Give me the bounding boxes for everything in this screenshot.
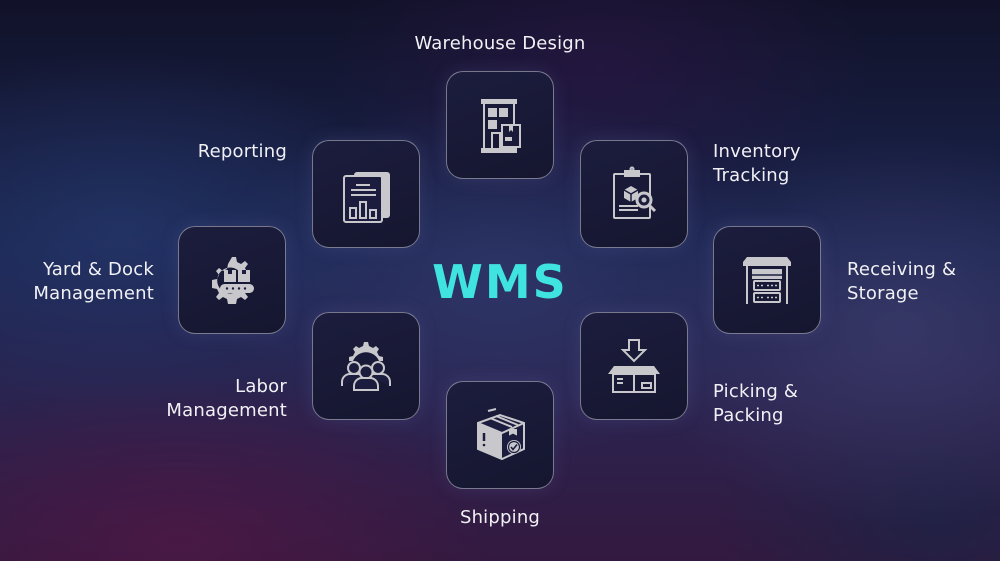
tile-labor-management[interactable] bbox=[312, 312, 420, 420]
label-shipping: Shipping bbox=[459, 507, 541, 528]
label-inventory-tracking: Inventory Tracking bbox=[713, 141, 801, 186]
label-picking-packing: Picking & Packing bbox=[713, 381, 799, 426]
report-bar-chart-icon bbox=[343, 172, 390, 223]
tile-yard-dock[interactable] bbox=[178, 226, 286, 334]
label-receiving-storage: Receiving & Storage bbox=[847, 259, 957, 304]
tile-inventory-tracking[interactable] bbox=[580, 140, 688, 248]
wms-title: WMS bbox=[432, 255, 568, 309]
team-gear-icon bbox=[341, 342, 391, 391]
tile-reporting[interactable] bbox=[312, 140, 420, 248]
warehouse-shutter-icon bbox=[743, 257, 791, 304]
open-box-arrow-icon bbox=[608, 339, 660, 393]
label-warehouse-design: Warehouse Design bbox=[414, 33, 586, 54]
label-labor-management: Labor Management bbox=[166, 376, 287, 421]
clipboard-box-magnifier-icon bbox=[613, 166, 657, 219]
label-reporting: Reporting bbox=[197, 141, 287, 162]
tile-shipping[interactable] bbox=[446, 381, 554, 489]
tile-receiving-storage[interactable] bbox=[713, 226, 821, 334]
building-with-box-icon bbox=[481, 99, 521, 153]
tile-picking-packing[interactable] bbox=[580, 312, 688, 420]
tile-warehouse-design[interactable] bbox=[446, 71, 554, 179]
package-check-icon bbox=[477, 408, 525, 461]
label-yard-dock: Yard & Dock Management bbox=[33, 259, 154, 304]
gear-conveyor-icon bbox=[212, 257, 254, 304]
